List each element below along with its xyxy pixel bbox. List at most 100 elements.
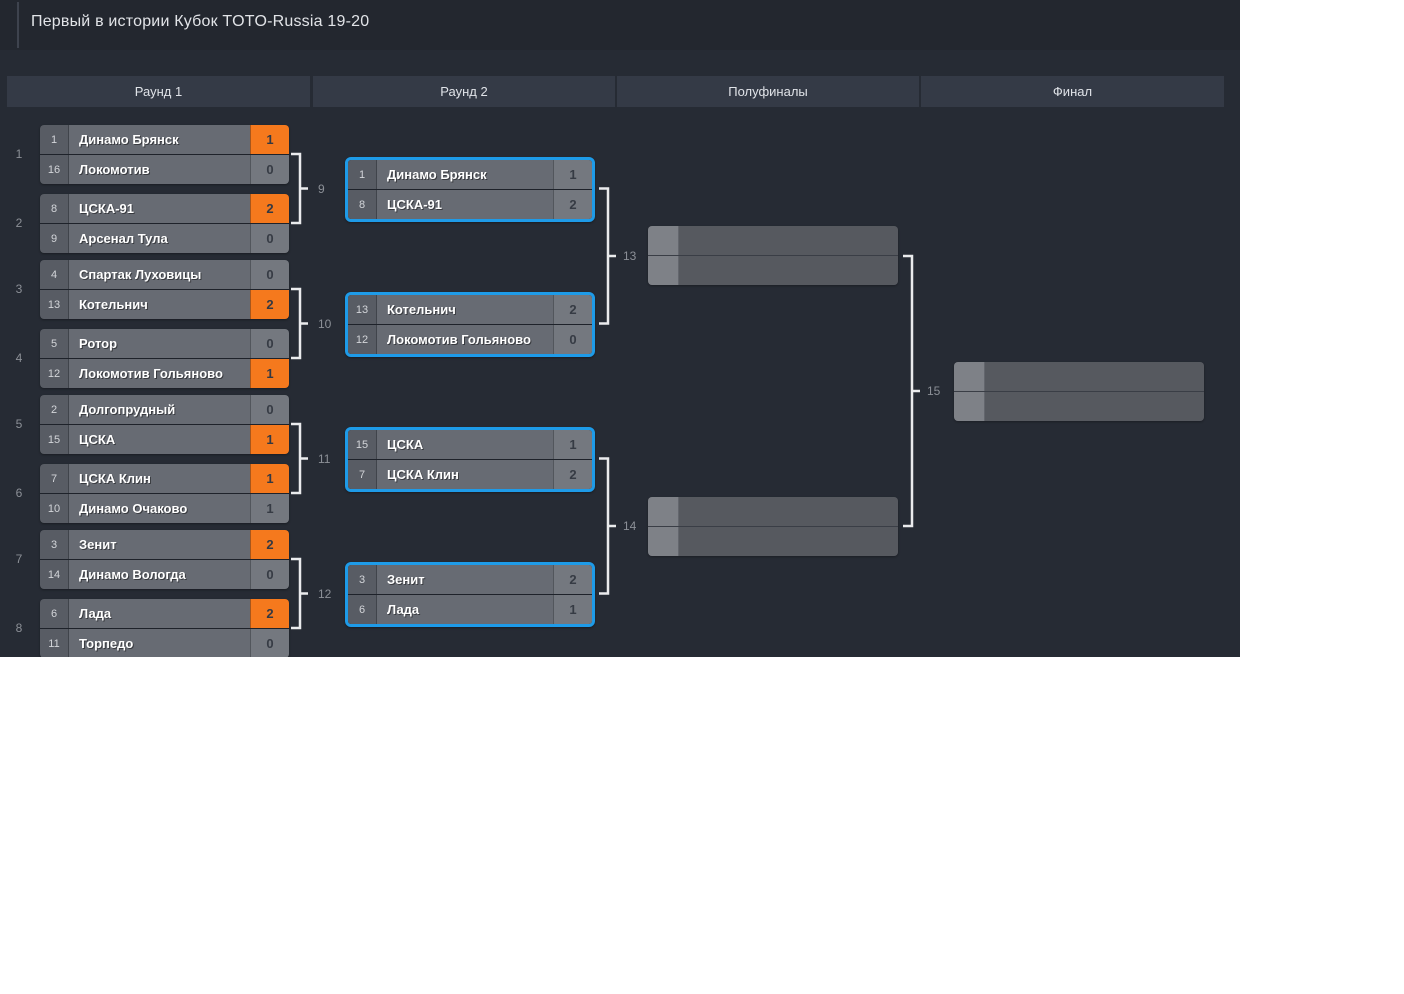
seed-cell: 5 <box>40 329 69 358</box>
match-number-label: 1 <box>15 147 23 161</box>
team-name: Торпедо <box>69 629 250 657</box>
team-name: Динамо Очаково <box>69 494 250 523</box>
team-name: Локомотив <box>69 155 250 184</box>
score-cell: 0 <box>250 560 289 589</box>
placeholder-team-cell <box>679 527 898 556</box>
placeholder-seed-cell <box>954 392 985 421</box>
score-cell: 1 <box>553 160 592 189</box>
team-name: ЦСКА-91 <box>69 194 250 223</box>
match-number-label: 6 <box>15 486 23 500</box>
bracket-connector-line <box>291 557 308 630</box>
score-cell: 1 <box>553 595 592 624</box>
match-number-label: 12 <box>318 586 332 601</box>
placeholder-team-cell <box>679 226 898 255</box>
match-number-label: 3 <box>15 282 23 296</box>
seed-cell: 6 <box>348 595 377 624</box>
placeholder-row <box>648 527 898 556</box>
title-accent-line <box>17 2 19 48</box>
score-cell: 1 <box>250 125 289 154</box>
score-cell: 2 <box>553 565 592 594</box>
team-name: Локомотив Гольяново <box>69 359 250 388</box>
score-cell: 2 <box>553 295 592 324</box>
seed-cell: 13 <box>348 295 377 324</box>
score-cell: 2 <box>250 290 289 319</box>
score-cell: 2 <box>250 599 289 628</box>
team-name: Динамо Вологда <box>69 560 250 589</box>
seed-cell: 3 <box>348 565 377 594</box>
match-number-label: 10 <box>318 316 332 331</box>
team-name: Арсенал Тула <box>69 224 250 253</box>
team-name: Динамо Брянск <box>377 160 553 189</box>
score-cell: 2 <box>553 460 592 489</box>
seed-cell: 15 <box>40 425 69 454</box>
title-block: Первый в истории Кубок TOTO-Russia 19-20 <box>0 0 1240 50</box>
seed-cell: 1 <box>348 160 377 189</box>
placeholder-team-cell <box>985 392 1204 421</box>
seed-cell: 13 <box>40 290 69 319</box>
score-cell: 1 <box>250 359 289 388</box>
match-number-label: 13 <box>623 249 637 263</box>
team-name: Долгопрудный <box>69 395 250 424</box>
round-header-4: Финал <box>921 76 1224 107</box>
match-number-label: 4 <box>15 351 23 365</box>
score-cell: 1 <box>250 494 289 523</box>
team-name: Лада <box>377 595 553 624</box>
bracket-connector-line <box>291 152 308 225</box>
score-cell: 0 <box>553 325 592 354</box>
team-name: Зенит <box>69 530 250 559</box>
seed-cell: 9 <box>40 224 69 253</box>
placeholder-seed-cell <box>648 256 679 285</box>
seed-cell: 6 <box>40 599 69 628</box>
match-number-label: 2 <box>15 216 23 230</box>
placeholder-team-cell <box>679 256 898 285</box>
match-number-label: 15 <box>927 384 941 398</box>
bracket-connector-line <box>291 287 308 360</box>
score-cell: 1 <box>250 464 289 493</box>
match-number-label: 8 <box>15 621 23 635</box>
page-title: Первый в истории Кубок TOTO-Russia 19-20 <box>31 13 370 30</box>
seed-cell: 15 <box>348 430 377 459</box>
placeholder-seed-cell <box>648 527 679 556</box>
team-name: ЦСКА <box>69 425 250 454</box>
seed-cell: 2 <box>40 395 69 424</box>
team-name: Спартак Луховицы <box>69 260 250 289</box>
seed-cell: 12 <box>348 325 377 354</box>
match-number-label: 14 <box>623 519 637 533</box>
placeholder-row <box>954 362 1204 391</box>
score-cell: 2 <box>553 190 592 219</box>
round-header-3: Полуфиналы <box>617 76 919 107</box>
score-cell: 2 <box>250 530 289 559</box>
placeholder-seed-cell <box>648 226 679 255</box>
seed-cell: 1 <box>40 125 69 154</box>
team-name: Локомотив Гольяново <box>377 325 553 354</box>
